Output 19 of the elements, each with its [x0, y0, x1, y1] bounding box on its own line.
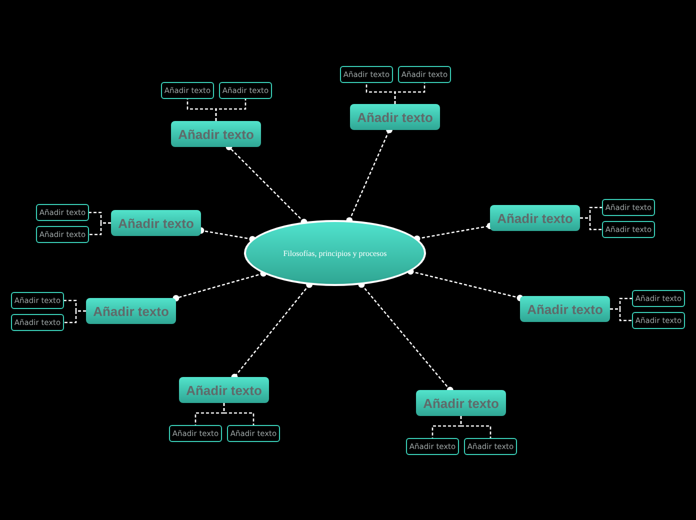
topic-box: Añadir texto: [171, 121, 261, 147]
topic-box: Añadir texto: [111, 210, 201, 236]
topic-box: Añadir texto: [490, 205, 580, 231]
bracket-connector: [394, 83, 426, 104]
bracket-connector: [460, 416, 492, 438]
bracket-connector: [89, 222, 111, 236]
connector-line: [407, 268, 524, 302]
bracket-connector: [610, 308, 632, 322]
connector-line: [172, 270, 267, 302]
bracket-connector: [223, 403, 254, 425]
topic-box: Añadir texto: [520, 296, 610, 322]
topic-box: Añadir texto: [350, 104, 440, 130]
central-topic-ellipse: Filosofías, principios y procesos: [244, 220, 426, 286]
bracket-connector: [64, 310, 86, 324]
bracket-connector: [580, 217, 602, 230]
bracket-connector: [215, 99, 246, 121]
topic-box: Añadir texto: [86, 298, 176, 324]
topic-box: Añadir texto: [179, 377, 269, 403]
topic-box: Añadir texto: [416, 390, 506, 416]
